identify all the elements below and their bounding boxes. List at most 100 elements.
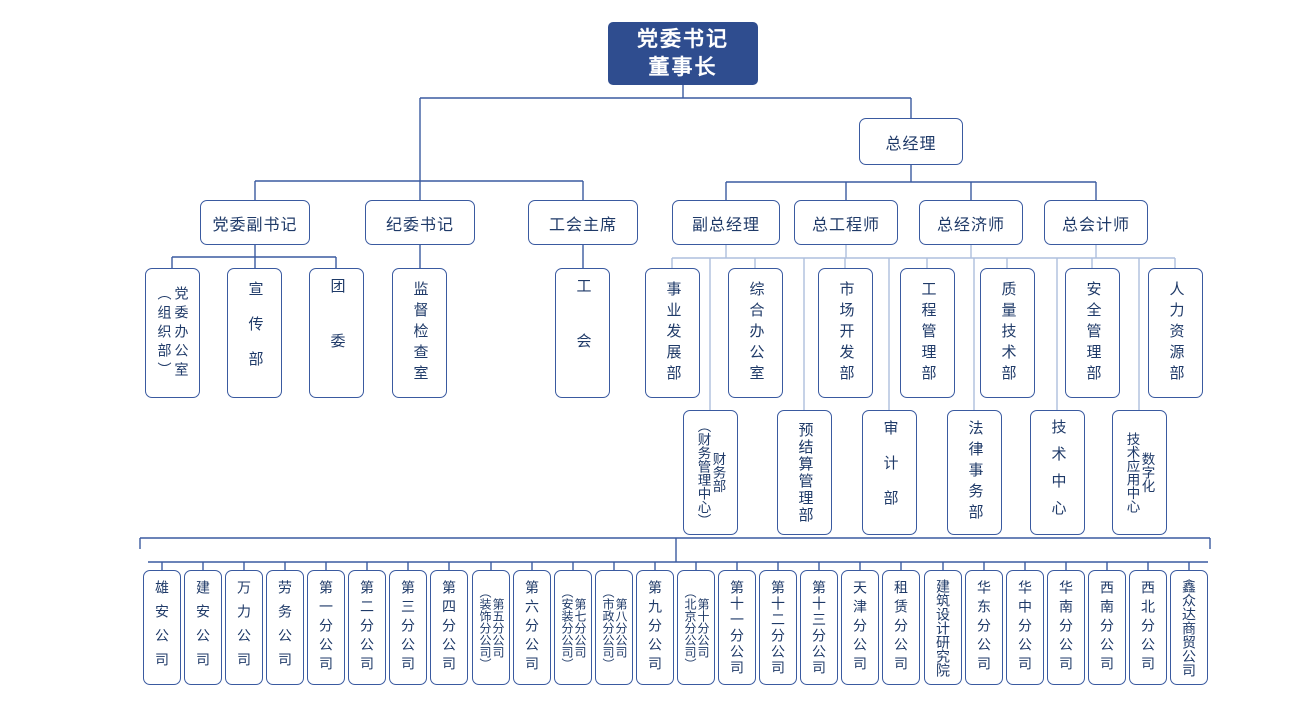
company-node: 第十二分公司 [759,570,797,685]
chief-engineer-node: 总工程师 [794,200,898,245]
company-node: 第十分公司 （北京分公司） [677,570,715,685]
general-manager-node: 总经理 [859,118,963,165]
company-label: 天津分公司 [852,580,868,675]
company-node: 西北分公司 [1129,570,1167,685]
sub-department-label: 数字化 技术应用中心 [1124,432,1155,513]
company-node: 第九分公司 [636,570,674,685]
sub-department-label: 财务部 （财务管理中心） [695,418,726,527]
sub-department-node: 法律事务部 [947,410,1002,535]
sub-department-label: 技术中心 [1049,418,1067,527]
chairman-label: 党委书记 董事长 [637,27,729,79]
company-label: 建筑设计研究院 [935,578,951,677]
company-label: 华中分公司 [1017,580,1033,675]
labor-union-node: 工会 [555,268,610,398]
company-label: 西北分公司 [1140,580,1156,675]
node-label: 总会计师 [1061,216,1130,234]
sub-department-node: 数字化 技术应用中心 [1112,410,1167,535]
deputy-general-manager-node: 副总经理 [672,200,780,245]
chairman-node: 党委书记 董事长 [608,22,758,85]
supervision-office-node: 监督检查室 [392,268,447,398]
company-node: 第六分公司 [513,570,551,685]
department-node: 市场开发部 [818,268,873,398]
department-node: 人力资源部 [1148,268,1203,398]
sub-department-node: 审计部 [862,410,917,535]
company-label: 第十二分公司 [770,579,786,676]
company-node: 第八分公司 （市政分公司） [595,570,633,685]
company-node: 西南分公司 [1088,570,1126,685]
company-label: 华东分公司 [976,580,992,675]
company-label: 第十三分公司 [811,579,827,676]
node-label: 团委 [328,278,346,388]
company-node: 建安公司 [184,570,222,685]
company-label: 第八分公司 （市政分公司） [601,585,628,670]
company-label: 西南分公司 [1099,580,1115,675]
union-chairman-node: 工会主席 [528,200,638,245]
department-node: 工程管理部 [900,268,955,398]
node-label: 纪委书记 [385,216,454,234]
sub-department-node: 预结算管理部 [777,410,832,535]
company-label: 第六分公司 [524,580,540,675]
company-label: 第九分公司 [647,580,663,675]
node-label: 党委办公室 （组织部） [156,285,190,381]
department-label: 工程管理部 [919,280,937,386]
general-manager-label: 总经理 [885,135,937,153]
company-label: 第二分公司 [359,580,375,675]
deputy-party-secretary-node: 党委副书记 [200,200,310,245]
company-label: 第一分公司 [318,580,334,675]
company-node: 万力公司 [225,570,263,685]
publicity-dept-node: 宣传部 [227,268,282,398]
company-node: 劳务公司 [266,570,304,685]
company-label: 劳务公司 [277,579,293,676]
company-node: 第一分公司 [307,570,345,685]
company-label: 第十分公司 （北京分公司） [683,585,710,670]
company-node: 建筑设计研究院 [924,570,962,685]
company-label: 建安公司 [195,579,211,676]
company-node: 雄安公司 [143,570,181,685]
company-node: 华南分公司 [1047,570,1085,685]
company-node: 第四分公司 [430,570,468,685]
department-node: 综合办公室 [728,268,783,398]
department-label: 市场开发部 [837,280,855,386]
department-node: 事业发展部 [645,268,700,398]
sub-department-node: 技术中心 [1030,410,1085,535]
sub-department-label: 预结算管理部 [796,421,814,524]
department-label: 安全管理部 [1084,280,1102,386]
chief-economist-node: 总经济师 [919,200,1023,245]
company-label: 华南分公司 [1058,580,1074,675]
department-node: 安全管理部 [1065,268,1120,398]
node-label: 工会 [574,278,592,388]
company-node: 第五分公司 （装饰分公司） [472,570,510,685]
company-node: 第十三分公司 [800,570,838,685]
company-node: 鑫众达商贸公司 [1170,570,1208,685]
sub-department-label: 审计部 [881,420,899,525]
company-node: 华中分公司 [1006,570,1044,685]
company-label: 第五分公司 （装饰分公司） [478,585,505,670]
node-label: 监督检查室 [411,280,429,386]
department-label: 事业发展部 [664,280,682,386]
sub-department-label: 法律事务部 [966,420,984,525]
company-label: 第十一分公司 [729,579,745,676]
company-node: 华东分公司 [965,570,1003,685]
company-node: 租赁分公司 [882,570,920,685]
company-label: 第四分公司 [441,580,457,675]
company-label: 雄安公司 [154,579,170,676]
party-office-node: 党委办公室 （组织部） [145,268,200,398]
node-label: 总经济师 [936,216,1005,234]
youth-league-node: 团委 [309,268,364,398]
company-label: 第七分公司 （安装分公司） [560,585,587,670]
department-node: 质量技术部 [980,268,1035,398]
company-node: 第二分公司 [348,570,386,685]
node-label: 工会主席 [548,216,617,234]
node-label: 党委副书记 [212,216,298,234]
discipline-secretary-node: 纪委书记 [365,200,475,245]
department-label: 人力资源部 [1167,280,1185,386]
node-label: 宣传部 [246,280,264,386]
sub-department-node: 财务部 （财务管理中心） [683,410,738,535]
company-node: 第七分公司 （安装分公司） [554,570,592,685]
node-label: 副总经理 [691,216,760,234]
chief-accountant-node: 总会计师 [1044,200,1148,245]
company-label: 鑫众达商贸公司 [1181,578,1197,677]
company-node: 天津分公司 [841,570,879,685]
